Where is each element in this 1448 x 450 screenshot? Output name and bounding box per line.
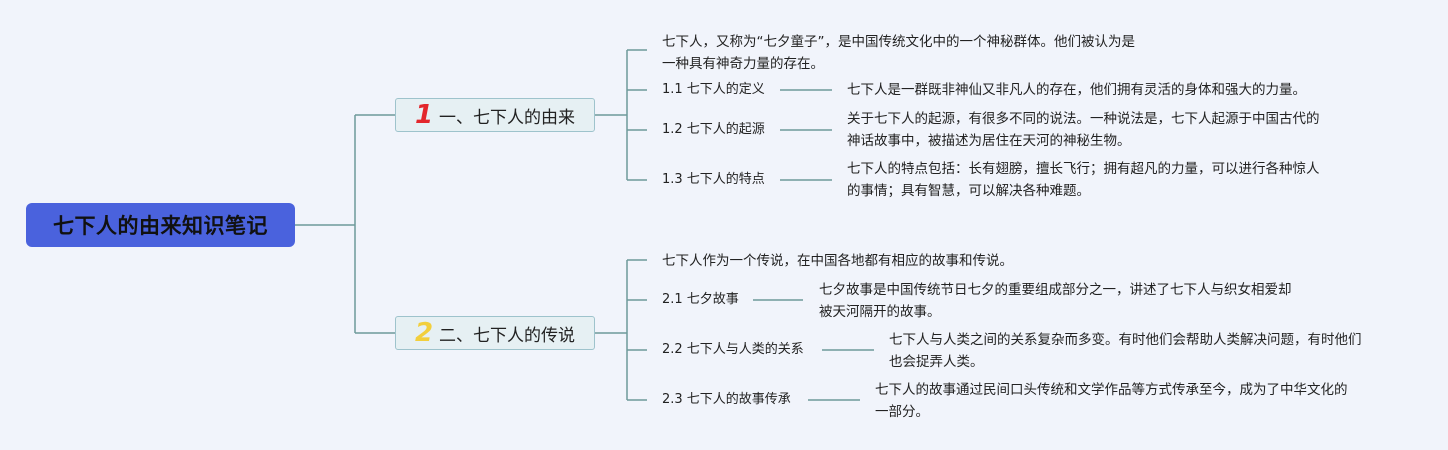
topic-label[interactable]: 1.2 七下人的起源 [662,122,765,137]
branch-intro-text: 七下人，又称为“七夕童子”，是中国传统文化中的一个神秘群体。他们被认为是 一种具… [662,34,1135,72]
branch-label: 二、七下人的传说 [439,325,576,346]
branch-number-badge: 1 [414,100,434,130]
topic-description: 七下人的故事通过民间口头传统和文学作品等方式传承至今，成为了中华文化的 一部分。 [875,382,1348,420]
topic-description: 七下人的特点包括：长有翅膀，擅长飞行；拥有超凡的力量，可以进行各种惊人 的事情；… [847,161,1320,199]
branch-number-badge: 2 [414,318,434,348]
branch-intro-text: 七下人作为一个传说，在中国各地都有相应的故事和传说。 [662,253,1013,269]
branch-label: 一、七下人的由来 [439,107,576,128]
branch-node-legends[interactable]: 2 二、七下人的传说 [395,316,595,350]
root-title: 七下人的由来知识笔记 [53,214,268,238]
topic-description: 七下人与人类之间的关系复杂而多变。有时他们会帮助人类解决问题，有时他们 也会捉弄… [889,332,1362,370]
root-node[interactable]: 七下人的由来知识笔记 [26,203,295,247]
topic-description: 七下人是一群既非神仙又非凡人的存在，他们拥有灵活的身体和强大的力量。 [847,82,1306,98]
topic-description: 七夕故事是中国传统节日七夕的重要组成部分之一，讲述了七下人与织女相爱却 被天河隔… [819,282,1292,320]
topic-label[interactable]: 2.1 七夕故事 [662,292,739,307]
topic-label[interactable]: 2.3 七下人的故事传承 [662,392,791,407]
topic-label[interactable]: 1.3 七下人的特点 [662,172,765,187]
topic-description: 关于七下人的起源，有很多不同的说法。一种说法是，七下人起源于中国古代的 神话故事… [847,111,1320,149]
topic-label[interactable]: 2.2 七下人与人类的关系 [662,342,804,357]
branch-node-origin[interactable]: 1 一、七下人的由来 [395,98,595,132]
topic-label[interactable]: 1.1 七下人的定义 [662,82,765,97]
